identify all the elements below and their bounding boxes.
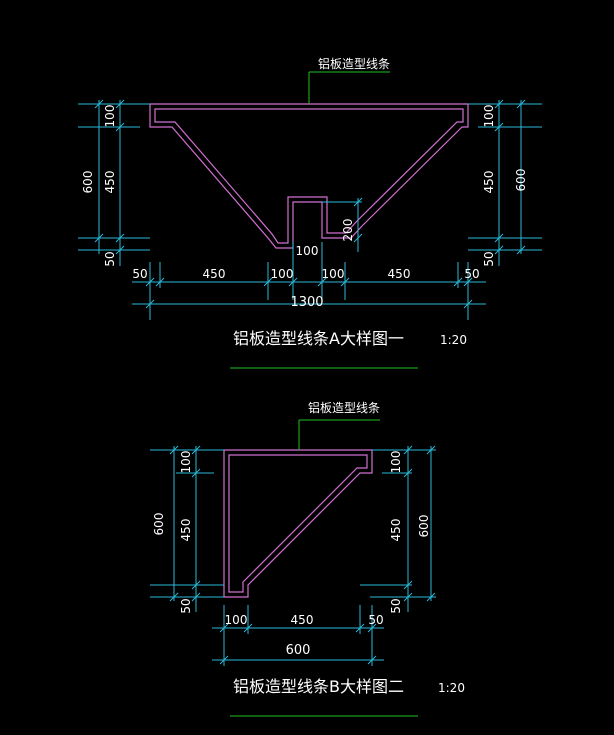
scale-b: 1:20 (438, 681, 465, 695)
dims-right-b (360, 445, 436, 612)
dim-b-bottom-mid: 450 (291, 613, 314, 627)
dim-b-left-top: 100 (179, 451, 193, 474)
dim-a-slot-gap: 100 (296, 244, 319, 258)
dims-right-a (468, 99, 542, 266)
dim-b-left-mid: 450 (179, 519, 193, 542)
dim-a-bottom-left-lip: 100 (271, 267, 294, 281)
dim-a-right-mid: 450 (482, 171, 496, 194)
leader-b (298, 419, 380, 450)
dim-b-left-total: 600 (152, 513, 166, 536)
leader-label-b: 铝板造型线条 (308, 400, 380, 415)
dim-b-left-bottom: 50 (179, 598, 193, 613)
dim-b-right-mid: 450 (389, 519, 403, 542)
dim-a-left-total: 600 (81, 171, 95, 194)
profile-b (223, 449, 373, 598)
dim-a-right-top: 100 (482, 105, 496, 128)
dim-a-overall-width: 1300 (290, 295, 323, 310)
dim-a-bottom-left-slope: 450 (203, 267, 226, 281)
dim-a-left-mid: 450 (103, 171, 117, 194)
dims-bottom-a (132, 262, 486, 320)
dim-b-right-total: 600 (417, 515, 431, 538)
dim-b-bottom-right: 50 (368, 613, 383, 627)
title-a: 铝板造型线条A大样图一 (233, 329, 404, 348)
dim-b-overall-width: 600 (286, 643, 311, 658)
drawing-b: 铝板造型线条 600 100 450 50 (150, 400, 465, 717)
dim-a-left-bottom: 50 (103, 251, 117, 266)
dim-a-bottom-right-edge: 50 (464, 267, 479, 281)
dim-b-right-top: 100 (389, 451, 403, 474)
leader-a (308, 71, 390, 104)
dims-left-b (150, 445, 224, 612)
dims-bottom-b (212, 605, 384, 666)
dims-slot-a (292, 197, 363, 262)
title-b: 铝板造型线条B大样图二 (233, 677, 404, 696)
dim-a-right-bottom: 50 (482, 251, 496, 266)
dim-a-bottom-right-slope: 450 (388, 267, 411, 281)
dim-a-left-top: 100 (103, 105, 117, 128)
dim-a-slot-height: 200 (341, 219, 355, 242)
dim-a-bottom-left-edge: 50 (132, 267, 147, 281)
dim-b-right-bottom: 50 (389, 598, 403, 613)
dim-b-bottom-left: 100 (225, 613, 248, 627)
leader-label-a: 铝板造型线条 (318, 56, 390, 71)
dim-a-right-total: 600 (514, 169, 528, 192)
dims-left-a (78, 99, 150, 266)
dim-a-bottom-right-lip: 100 (322, 267, 345, 281)
scale-a: 1:20 (440, 333, 467, 347)
drawing-a: 铝板造型线条 600 100 450 50 (78, 56, 542, 369)
